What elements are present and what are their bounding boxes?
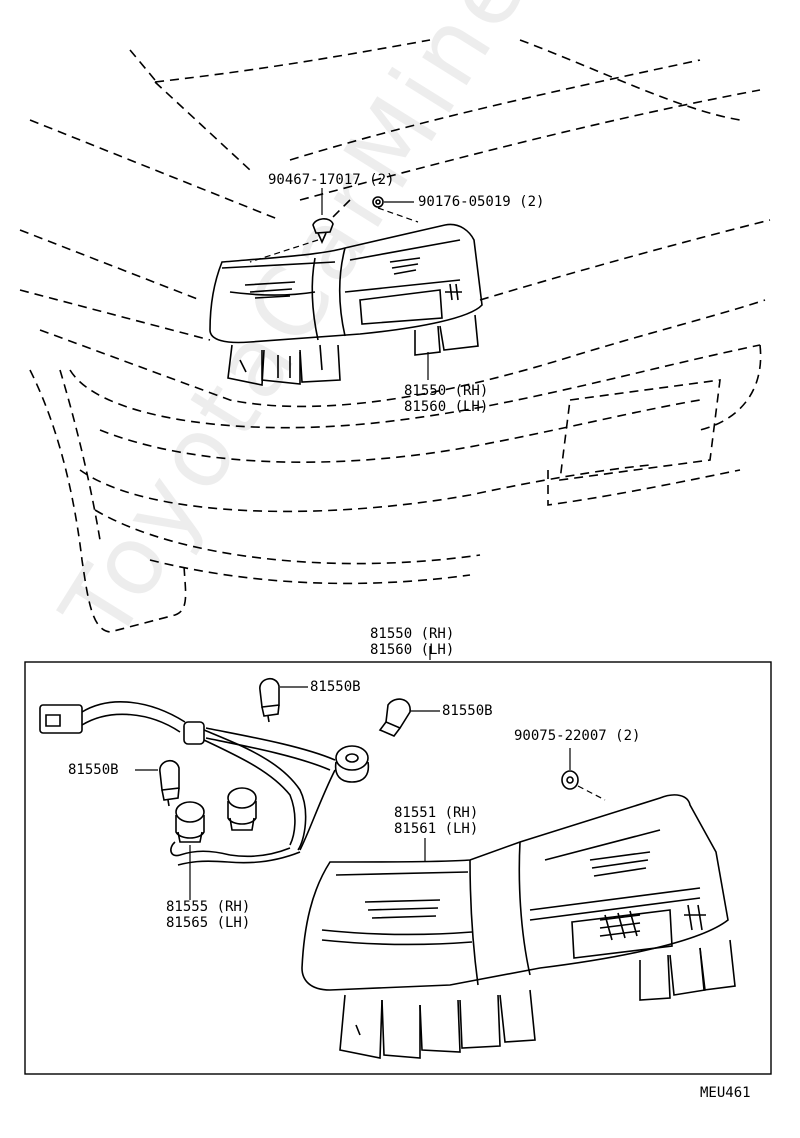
label-bulb-left: 81550B: [68, 762, 119, 778]
socket-right: [334, 745, 370, 783]
label-clip-part: 90176-05019 (2): [418, 194, 545, 210]
label-assembly-lh-upper: 81560 (LH): [404, 399, 489, 415]
lamp-assembly-lower: [301, 794, 736, 1059]
screw-part-upper: [312, 218, 334, 244]
installed-lamp-upper: [209, 223, 483, 386]
bulb-right: [378, 698, 411, 737]
clip-part-upper: [372, 196, 384, 208]
leader-lines-upper: [249, 188, 429, 380]
label-lens-lh: 81561 (LH): [394, 821, 479, 837]
label-socket-lh: 81565 (LH): [166, 915, 251, 931]
label-bulb-right: 81550B: [442, 703, 493, 719]
label-screw-part: 90467-17017 (2): [268, 172, 395, 188]
assembly-box: [24, 661, 772, 1075]
bulb-top: [259, 678, 280, 723]
label-bulb-top: 81550B: [310, 679, 361, 695]
label-lens-rh: 81551 (RH): [394, 805, 479, 821]
bulb-left: [159, 760, 180, 807]
label-nut-part: 90075-22007 (2): [514, 728, 641, 744]
socket-middle: [227, 787, 257, 831]
diagram-reference-code: MEU461: [700, 1085, 751, 1101]
socket-left: [175, 801, 205, 843]
leader-lines-lower: [135, 686, 606, 900]
label-socket-rh: 81555 (RH): [166, 899, 251, 915]
label-assembly-rh-upper: 81550 (RH): [404, 383, 489, 399]
label-assembly-rh-box: 81550 (RH): [370, 626, 455, 642]
vehicle-body-outline: [19, 39, 771, 633]
label-assembly-lh-box: 81560 (LH): [370, 642, 455, 658]
nut-part: [561, 770, 579, 790]
wiring-harness: [39, 701, 336, 866]
